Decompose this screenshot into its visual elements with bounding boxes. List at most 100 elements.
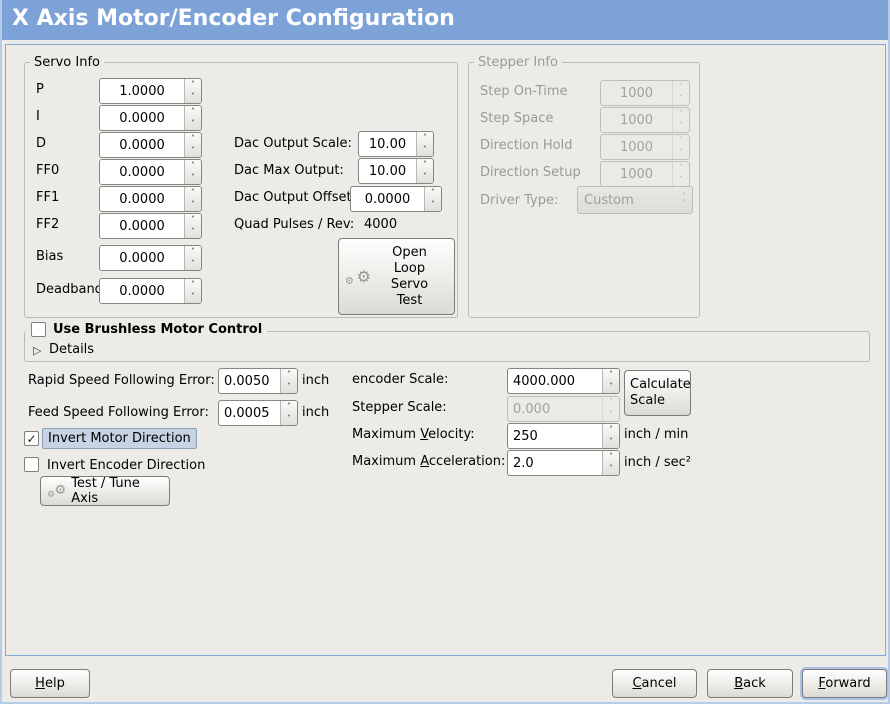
servo-p-input[interactable]: 1.0000 (119, 83, 165, 99)
dac-output-offset-label: Dac Output Offset: (234, 190, 356, 205)
spin-up-button[interactable]: ˄ (191, 134, 195, 143)
spin-down-button: ˅ (679, 121, 683, 130)
step-on-time-label: Step On-Time (480, 84, 568, 99)
spin-down-button[interactable]: ˅ (191, 200, 195, 209)
dac-max-output-input[interactable]: 10.00 (368, 163, 407, 179)
servo-ff1-input[interactable]: 0.0000 (119, 191, 165, 207)
max-velocity-label: Maximum Velocity: (352, 427, 475, 442)
open-loop-servo-test-button[interactable]: ⚙ ⚙ Open Loop Servo Test (338, 238, 455, 315)
spin-up-button[interactable]: ˄ (191, 247, 195, 256)
invert-motor-label[interactable]: Invert Motor Direction (42, 428, 197, 449)
spin-down-button: ˅ (679, 148, 683, 157)
spin-buttons: ˄˅ (416, 132, 433, 156)
encoder-scale-input[interactable]: 4000.000 (513, 373, 576, 389)
spin-down-button[interactable]: ˅ (609, 464, 613, 473)
spin-up-button[interactable]: ˄ (191, 215, 195, 224)
servo-bias-input[interactable]: 0.0000 (119, 250, 165, 266)
spin-down-button[interactable]: ˅ (287, 382, 291, 391)
spin-down-button[interactable]: ˅ (609, 437, 613, 446)
spin-down-button[interactable]: ˅ (191, 119, 195, 128)
step-space-label: Step Space (480, 111, 554, 126)
spin-buttons: ˄˅ (280, 401, 297, 425)
spin-down-button[interactable]: ˅ (191, 292, 195, 301)
spin-down-button[interactable]: ˅ (191, 227, 195, 236)
test-tune-axis-button[interactable]: ⚙ ⚙ Test / Tune Axis (40, 476, 170, 506)
servo-ff2-spinbox: 0.0000 ˄˅ (99, 213, 202, 239)
spin-buttons: ˄˅ (184, 246, 201, 270)
spin-up-button[interactable]: ˄ (191, 280, 195, 289)
details-expander-icon[interactable]: ▷ (33, 344, 42, 357)
spin-buttons: ˄˅ (602, 451, 619, 475)
servo-ff0-input[interactable]: 0.0000 (119, 164, 165, 180)
invert-motor-checkbox[interactable]: ✓ (24, 431, 39, 446)
rapid-error-input[interactable]: 0.0050 (224, 373, 270, 389)
spin-down-button[interactable]: ˅ (431, 200, 435, 209)
spin-down-button[interactable]: ˅ (191, 173, 195, 182)
encoder-scale-spinbox: 4000.000 ˄ ˅ (507, 368, 620, 394)
check-icon: ✓ (26, 431, 37, 446)
spin-buttons: ˄˅ (184, 160, 201, 184)
forward-button[interactable]: Forward (802, 669, 887, 698)
direction-hold-spinbox: 1000 ˄˅ (600, 134, 690, 160)
rapid-error-spinbox: 0.0050 ˄ ˅ (218, 368, 298, 394)
spin-buttons: ˄˅ (424, 187, 441, 211)
servo-ff2-input[interactable]: 0.0000 (119, 218, 165, 234)
spin-down-button[interactable]: ˅ (423, 145, 427, 154)
calculate-scale-button[interactable]: Calculate Scale (624, 370, 691, 416)
gears-icon: ⚙ ⚙ (345, 266, 371, 287)
spin-up-button[interactable]: ˄ (287, 402, 291, 411)
spin-down-button[interactable]: ˅ (423, 172, 427, 181)
spin-up-button[interactable]: ˄ (609, 370, 613, 379)
feed-error-input[interactable]: 0.0005 (224, 405, 270, 421)
spin-buttons: ˄˅ (184, 187, 201, 211)
servo-bias-spinbox: 0.0000 ˄˅ (99, 245, 202, 271)
spin-down-button: ˅ (679, 175, 683, 184)
max-acceleration-input[interactable]: 2.0 (513, 455, 534, 471)
servo-p-spinbox: 1.0000 ˄ ˅ (99, 78, 202, 104)
direction-hold-label: Direction Hold (480, 138, 573, 153)
spin-up-button[interactable]: ˄ (191, 80, 195, 89)
spin-down-button[interactable]: ˅ (287, 414, 291, 423)
spin-buttons: ˄˅ (184, 214, 201, 238)
spin-up-button[interactable]: ˄ (191, 107, 195, 116)
stepper-info-frame (468, 62, 700, 318)
servo-i-label: I (36, 109, 40, 124)
spin-up-button[interactable]: ˄ (423, 160, 427, 169)
spin-up-button: ˄ (679, 136, 683, 145)
max-velocity-input[interactable]: 250 (513, 428, 538, 444)
servo-i-spinbox: 0.0000 ˄ ˅ (99, 105, 202, 131)
brushless-checkbox[interactable] (31, 322, 46, 337)
brushless-label: Use Brushless Motor Control (53, 322, 263, 337)
spin-up-button[interactable]: ˄ (609, 452, 613, 461)
spin-down-button[interactable]: ˅ (609, 382, 613, 391)
spin-up-button[interactable]: ˄ (191, 161, 195, 170)
spin-up-button[interactable]: ˄ (191, 188, 195, 197)
cancel-button[interactable]: Cancel (612, 669, 697, 698)
spin-buttons: ˄˅ (602, 424, 619, 448)
spin-up-button[interactable]: ˄ (609, 425, 613, 434)
step-on-time-input: 1000 (619, 85, 654, 101)
invert-encoder-label[interactable]: Invert Encoder Direction (47, 458, 206, 473)
back-button-label: Back (734, 676, 766, 691)
details-label[interactable]: Details (49, 342, 95, 357)
gears-icon: ⚙ ⚙ (47, 483, 67, 500)
servo-d-input[interactable]: 0.0000 (119, 137, 165, 153)
spin-up-button[interactable]: ˄ (287, 370, 291, 379)
dac-output-offset-input[interactable]: 0.0000 (364, 191, 411, 207)
help-button[interactable]: Help (10, 669, 90, 698)
encoder-scale-label: encoder Scale: (352, 372, 449, 387)
servo-i-input[interactable]: 0.0000 (119, 110, 165, 126)
servo-deadband-input[interactable]: 0.0000 (119, 283, 165, 299)
spin-up-button[interactable]: ˄ (423, 133, 427, 142)
spin-down-button[interactable]: ˅ (191, 92, 195, 101)
spin-buttons: ˄˅ (672, 162, 689, 186)
max-velocity-unit: inch / min (624, 427, 689, 442)
max-acceleration-unit: inch / sec² (624, 455, 692, 470)
spin-down-button[interactable]: ˅ (191, 259, 195, 268)
spin-up-button[interactable]: ˄ (431, 188, 435, 197)
invert-encoder-checkbox[interactable] (24, 457, 39, 472)
dac-output-scale-input[interactable]: 10.00 (368, 136, 407, 152)
spin-down-button[interactable]: ˅ (191, 146, 195, 155)
back-button[interactable]: Back (707, 669, 793, 698)
